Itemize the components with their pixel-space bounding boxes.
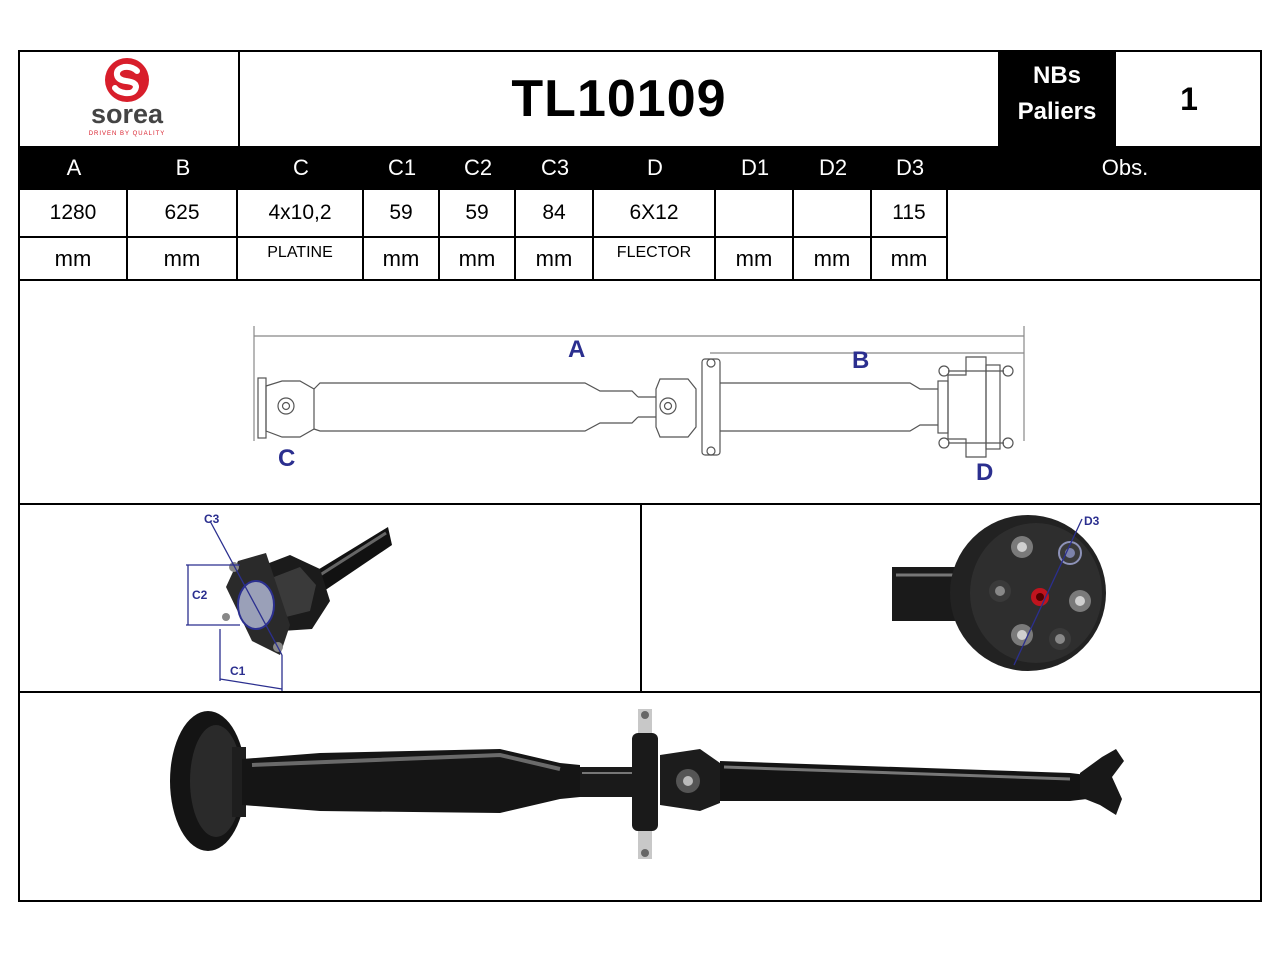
col-header-c1: C1 <box>387 155 417 180</box>
value-d: 6X12 <box>594 190 716 238</box>
table-divider <box>20 279 1262 281</box>
unit-c: PLATINE <box>238 238 364 280</box>
shaft-schematic: A B C D <box>253 326 1025 486</box>
col-header-c3: C3 <box>540 155 570 180</box>
detail-label-d3: D3 <box>1084 514 1100 528</box>
ujoint-photo-icon: C3 C2 C1 <box>186 512 392 691</box>
col-header-c2: C2 <box>463 155 493 180</box>
part-number: TL10109 <box>511 70 727 128</box>
dim-label-d: D <box>976 459 993 486</box>
detail-label-c3: C3 <box>204 512 220 526</box>
bearing-count-label-line1: NBs <box>1032 62 1081 89</box>
col-header-b: B <box>175 155 191 180</box>
bearing-count-value: 1 <box>1180 80 1198 117</box>
value-b: 625 <box>128 190 238 238</box>
col-header-a: A <box>66 155 82 180</box>
col-header-d1: D1 <box>740 155 770 180</box>
unit-d3: mm <box>872 238 948 280</box>
unit-c3: mm <box>516 238 594 280</box>
dim-label-b: B <box>852 347 869 374</box>
bearing-count-label-line2: Paliers <box>1017 98 1097 125</box>
dim-label-a: A <box>568 336 585 363</box>
value-d1 <box>716 190 794 238</box>
value-c1: 59 <box>364 190 440 238</box>
col-header-d: D <box>647 155 663 180</box>
driveshaft-photo-icon <box>170 709 1124 859</box>
unit-c2: mm <box>440 238 516 280</box>
brand-name: sorea <box>91 99 164 129</box>
spec-table-header-row <box>20 146 1262 190</box>
product-photo-panel <box>20 693 1262 902</box>
unit-b: mm <box>128 238 238 280</box>
value-c: 4x10,2 <box>238 190 364 238</box>
value-c2: 59 <box>440 190 516 238</box>
brand-tagline: DRIVEN BY QUALITY <box>89 131 166 137</box>
unit-c1: mm <box>364 238 440 280</box>
ujoint-detail-panel: C3 C2 C1 <box>20 505 640 691</box>
value-a: 1280 <box>20 190 128 238</box>
technical-drawing-panel: A B C D <box>20 281 1262 503</box>
obs-value <box>948 190 1262 280</box>
detail-divider <box>640 505 642 691</box>
flector-detail-panel: D3 <box>642 505 1262 691</box>
detail-label-c1: C1 <box>230 664 246 678</box>
dim-label-c: C <box>278 445 295 472</box>
unit-d2: mm <box>794 238 872 280</box>
product-sheet: sorea DRIVEN BY QUALITY TL10109 NBs Pali… <box>18 50 1262 902</box>
panel-divider <box>20 503 1262 505</box>
value-d3: 115 <box>872 190 948 238</box>
col-header-d3: D3 <box>895 155 925 180</box>
unit-d1: mm <box>716 238 794 280</box>
flector-photo-icon: D3 <box>892 514 1106 671</box>
value-d2 <box>794 190 872 238</box>
bearing-count-label: NBs Paliers <box>998 52 1116 146</box>
detail-label-c2: C2 <box>192 588 208 602</box>
brand-logo-area: sorea DRIVEN BY QUALITY <box>20 52 240 146</box>
unit-a: mm <box>20 238 128 280</box>
col-header-obs: Obs. <box>1101 155 1149 180</box>
value-c3: 84 <box>516 190 594 238</box>
col-header-d2: D2 <box>818 155 848 180</box>
panel-divider-bottom <box>20 691 1262 693</box>
col-header-c: C <box>293 155 309 180</box>
unit-d: FLECTOR <box>594 238 716 280</box>
sorea-logo-icon: sorea DRIVEN BY QUALITY <box>89 58 166 137</box>
